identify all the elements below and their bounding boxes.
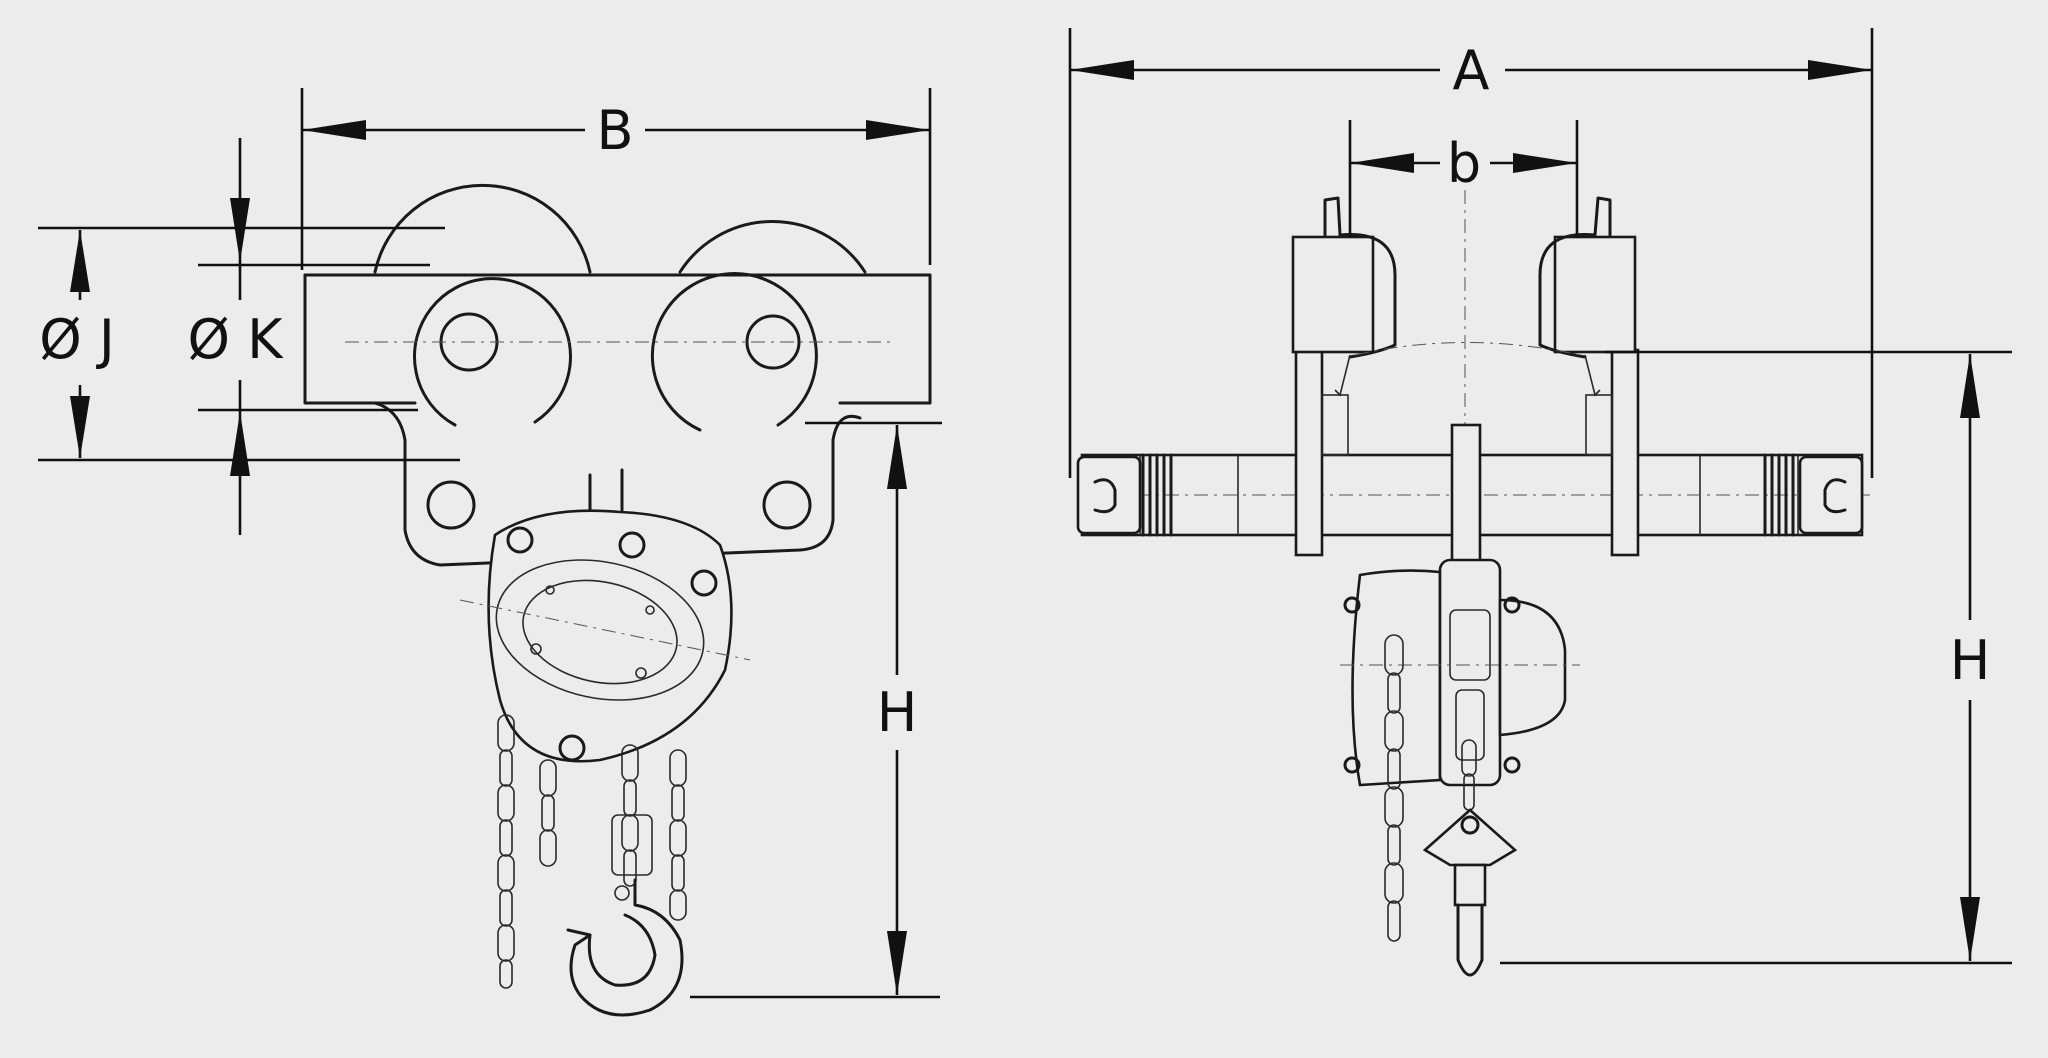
dimension-a-label: A bbox=[1453, 39, 1490, 102]
thread-right bbox=[1763, 453, 1795, 537]
dimension-h-front: H bbox=[1500, 350, 2012, 965]
dimension-h-front-label: H bbox=[1950, 629, 1991, 692]
dimension-b-small: b bbox=[1348, 120, 1579, 238]
front-view: A b H bbox=[1068, 28, 2012, 977]
hook-front bbox=[1422, 808, 1518, 977]
dimension-j-label: Ø J bbox=[39, 308, 115, 371]
trolley-front bbox=[1076, 190, 1870, 567]
hook-side bbox=[566, 878, 684, 1017]
thread-left bbox=[1141, 453, 1173, 537]
chains-front bbox=[1384, 634, 1477, 942]
dimension-k-label: Ø K bbox=[187, 308, 284, 371]
dimension-b-small-label: b bbox=[1447, 132, 1481, 195]
trolley-side bbox=[303, 183, 932, 567]
dimension-h-side-label: H bbox=[877, 681, 918, 744]
dimension-a: A bbox=[1068, 28, 1874, 478]
dimension-k: Ø K bbox=[187, 138, 430, 535]
dimension-b-label: B bbox=[596, 99, 633, 162]
dimension-b: B bbox=[300, 88, 932, 270]
dimension-h-side: H bbox=[690, 421, 942, 999]
hoist-body-front bbox=[1340, 558, 1580, 787]
chains-side bbox=[497, 714, 687, 989]
hoist-body-side bbox=[459, 509, 751, 763]
side-view: B Ø J Ø K bbox=[38, 88, 942, 1017]
dimension-j: Ø J bbox=[38, 226, 460, 462]
